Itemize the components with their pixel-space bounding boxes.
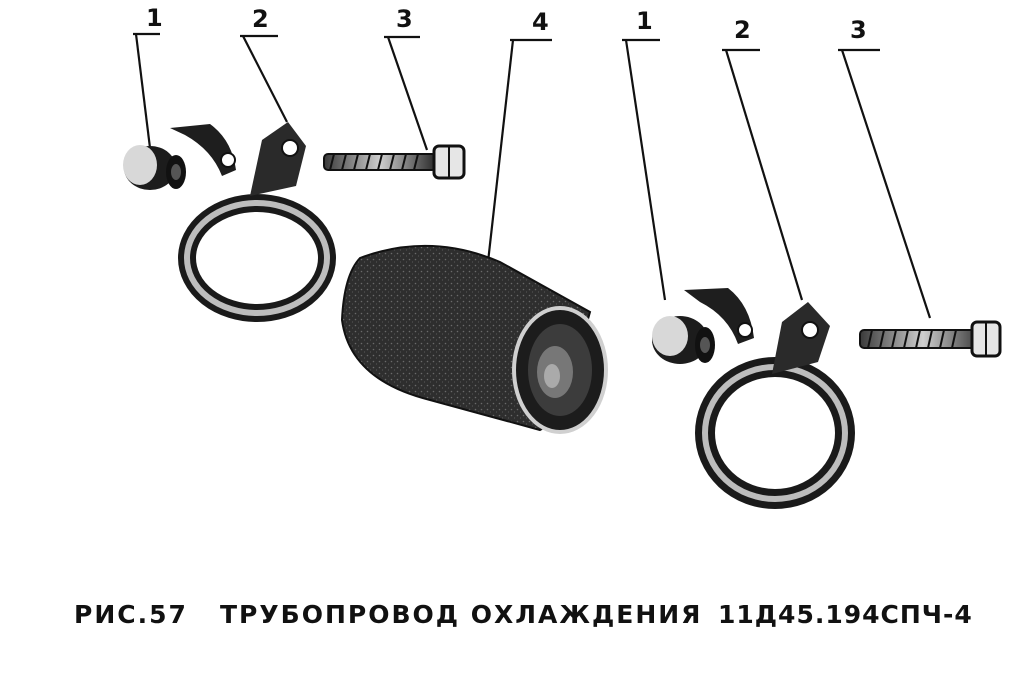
- left-callout-2: 2: [240, 5, 288, 123]
- figure-code: 11Д45.194СПЧ-4: [718, 600, 973, 629]
- hose-icon: [340, 244, 608, 434]
- right-group: 1 2 3: [622, 7, 1002, 509]
- left-group: 1 2 3: [123, 4, 466, 322]
- clamp-band-icon: [684, 288, 855, 509]
- figure-caption: РИС.57 ТРУБОПРОВОД ОХЛАЖДЕНИЯ 11Д45.194С…: [74, 600, 994, 640]
- nut-icon: [652, 316, 715, 364]
- center-callout-4: 4: [486, 8, 552, 263]
- right-callout-3-label: 3: [850, 16, 867, 44]
- right-callout-2: 2: [722, 16, 804, 301]
- center-group: 4: [340, 8, 608, 434]
- figure-title: ТРУБОПРОВОД ОХЛАЖДЕНИЯ: [220, 600, 703, 629]
- right-callout-2-label: 2: [734, 16, 751, 44]
- left-callout-3-label: 3: [396, 5, 413, 33]
- left-callout-1-label: 1: [146, 4, 163, 32]
- right-callout-3: 3: [838, 16, 932, 319]
- screw-icon: [859, 320, 1002, 358]
- right-callout-1: 1: [622, 7, 667, 301]
- left-callout-2-label: 2: [252, 5, 269, 33]
- clamp-band-icon: [170, 122, 336, 322]
- figure-number: РИС.57: [74, 600, 188, 629]
- center-callout-4-label: 4: [532, 8, 549, 36]
- screw-icon: [323, 144, 466, 180]
- right-callout-1-label: 1: [636, 7, 653, 35]
- left-callout-1: 1: [133, 4, 163, 149]
- nut-icon: [123, 145, 186, 190]
- left-callout-3: 3: [384, 5, 429, 151]
